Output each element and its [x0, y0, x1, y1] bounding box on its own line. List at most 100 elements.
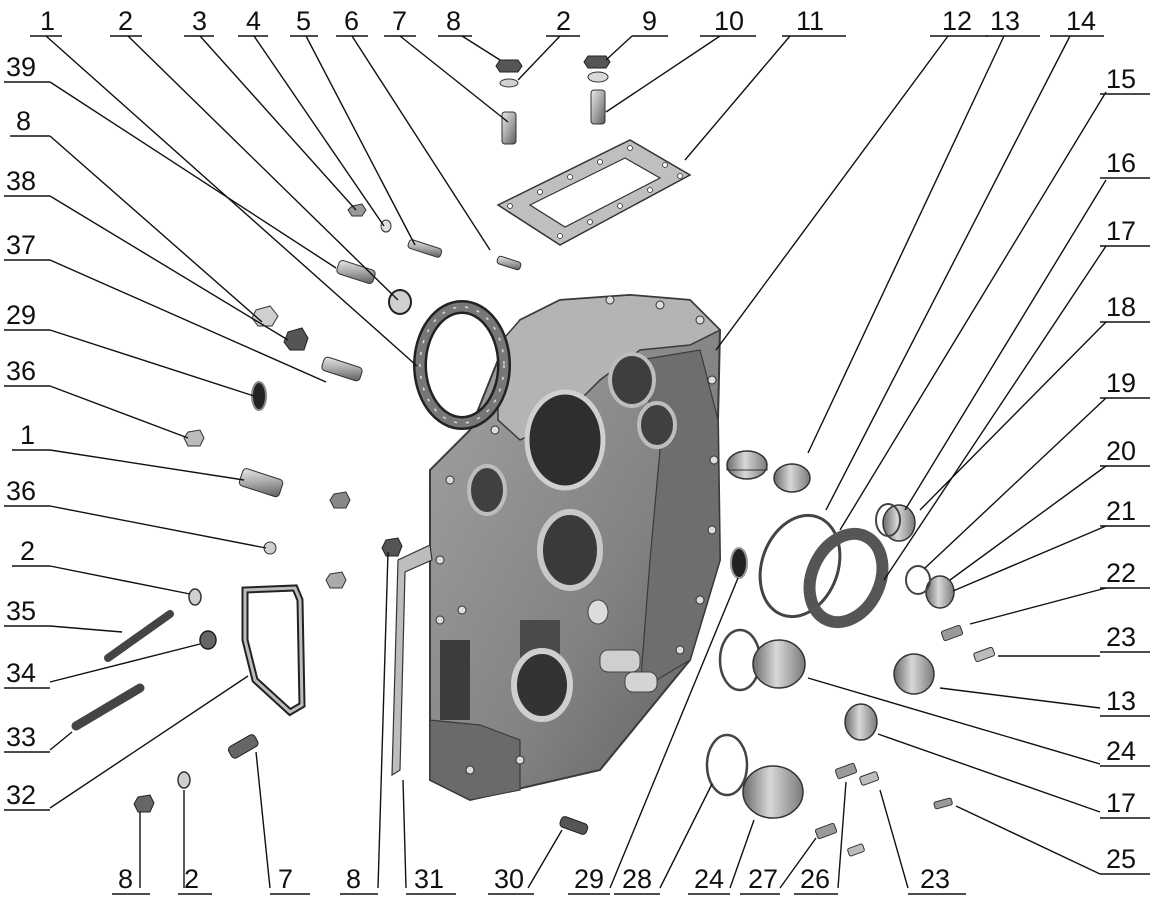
leader-line-c-8-top	[461, 35, 501, 61]
leader-line-c-7-top	[399, 35, 509, 123]
leader-line-c-7-bot	[255, 751, 271, 889]
snap-ring-part-14	[758, 513, 842, 619]
callout-label-c-2-bot: 2	[184, 864, 199, 894]
washer-part-2-bot	[177, 771, 191, 789]
callout-label-c-24-right: 24	[1106, 736, 1136, 766]
callout-label-c-2-top: 2	[118, 6, 133, 36]
leader-line-c-27	[779, 837, 817, 889]
housing-bore-large-top	[524, 389, 606, 491]
callout-label-c-23-bot: 23	[920, 864, 950, 894]
callout-label-c-9: 9	[642, 6, 657, 36]
callout-label-c-1-left: 1	[20, 420, 35, 450]
callout-label-c-25: 25	[1106, 844, 1136, 874]
callout-label-c-8-bot: 8	[118, 864, 133, 894]
washer-part-29-left	[251, 381, 267, 411]
leader-line-c-8-left	[49, 135, 263, 323]
bushings-and-rings	[705, 450, 996, 857]
plate-part-26	[834, 762, 858, 780]
callout-label-c-37: 37	[6, 230, 36, 260]
plate-part-27	[814, 822, 838, 840]
nut-part-36-c	[325, 571, 347, 589]
callout-label-c-28: 28	[622, 864, 652, 894]
washer-part-2-left	[188, 588, 202, 606]
callout-label-c-2-left: 2	[20, 536, 35, 566]
leader-line-c-24-bot	[729, 819, 755, 889]
callout-label-c-19: 19	[1106, 368, 1136, 398]
callout-label-c-8-top: 8	[446, 6, 461, 36]
callout-label-c-38: 38	[6, 166, 36, 196]
housing-boss-a	[599, 649, 641, 673]
bushing-part-12b	[773, 463, 811, 493]
callout-label-c-26: 26	[800, 864, 830, 894]
callout-label-c-8-bot2: 8	[346, 864, 361, 894]
leader-line-c-4	[253, 35, 385, 227]
top-gasket-part-11	[496, 139, 692, 246]
round-gasket-part-39	[413, 300, 511, 430]
callout-label-c-18: 18	[1106, 292, 1136, 322]
leader-line-c-1-top	[45, 35, 418, 367]
leader-line-c-12	[715, 35, 949, 351]
washer-part-34	[199, 630, 217, 650]
rect-gasket-part-32	[241, 584, 306, 717]
leader-line-c-30	[527, 829, 563, 889]
leader-line-c-25	[955, 805, 1101, 875]
plate-part-23-right	[973, 646, 996, 663]
callout-label-c-8-left: 8	[16, 106, 31, 136]
callout-label-c-34: 34	[6, 658, 36, 688]
leader-line-c-28	[659, 783, 713, 889]
nut-part-8-mid	[381, 537, 403, 557]
leader-line-c-9	[605, 35, 633, 61]
stud-part-6	[496, 255, 522, 271]
callout-label-c-11: 11	[796, 6, 824, 36]
bushing-part-24-right	[752, 639, 806, 689]
callout-label-c-24-bot: 24	[694, 864, 724, 894]
callout-label-c-13-right: 13	[1106, 686, 1136, 716]
callout-label-c-32: 32	[6, 780, 36, 810]
leader-line-c-33	[49, 731, 73, 751]
leader-line-c-2-left	[49, 565, 191, 595]
leader-line-c-36-a	[49, 385, 189, 439]
callout-label-c-30: 30	[494, 864, 524, 894]
housing-casting	[429, 293, 722, 802]
callout-label-c-4: 4	[246, 6, 261, 36]
nut-part-36-a	[183, 429, 205, 447]
nut-part-9	[583, 55, 611, 69]
callout-label-c-13-top: 13	[990, 6, 1020, 36]
housing-bore-bottom	[511, 648, 573, 722]
leader-lines	[4, 35, 1150, 895]
leader-line-c-21	[952, 525, 1107, 592]
nut-part-8-bot	[133, 794, 155, 813]
stud-part-5	[407, 239, 443, 258]
callout-label-c-27: 27	[748, 864, 778, 894]
callout-label-c-33: 33	[6, 722, 36, 752]
leader-line-c-24-right	[807, 677, 1101, 765]
bushing-part-21	[925, 575, 955, 609]
leader-line-c-17-top	[883, 245, 1107, 581]
stud-part-37	[321, 356, 363, 382]
leader-line-c-29-bot	[609, 577, 739, 889]
callout-label-c-29-bot: 29	[574, 864, 604, 894]
leader-line-c-19	[924, 397, 1107, 569]
washer-part-2-top	[499, 78, 519, 88]
leader-line-c-10	[605, 35, 721, 113]
bolt-part-1-top	[336, 260, 376, 284]
callout-label-c-17-right: 17	[1106, 788, 1136, 818]
callout-label-c-22: 22	[1106, 558, 1136, 588]
pin-part-10	[590, 89, 606, 125]
leader-line-c-14	[825, 35, 1071, 511]
callout-label-c-21: 21	[1106, 496, 1136, 526]
bolt-part-1-left	[238, 468, 284, 498]
stud-part-7-top	[501, 111, 517, 145]
leader-line-c-38	[49, 195, 289, 341]
leader-line-c-36-b	[49, 505, 267, 549]
leader-line-c-2-top2	[517, 35, 561, 81]
leader-line-c-34	[49, 643, 201, 683]
screw-part-25	[933, 797, 953, 810]
callout-label-c-35: 35	[6, 596, 36, 626]
leader-line-c-18	[919, 321, 1107, 511]
callout-label-c-17-top: 17	[1106, 216, 1136, 246]
bolt-part-35	[104, 610, 174, 662]
housing-bore-right	[637, 401, 677, 449]
